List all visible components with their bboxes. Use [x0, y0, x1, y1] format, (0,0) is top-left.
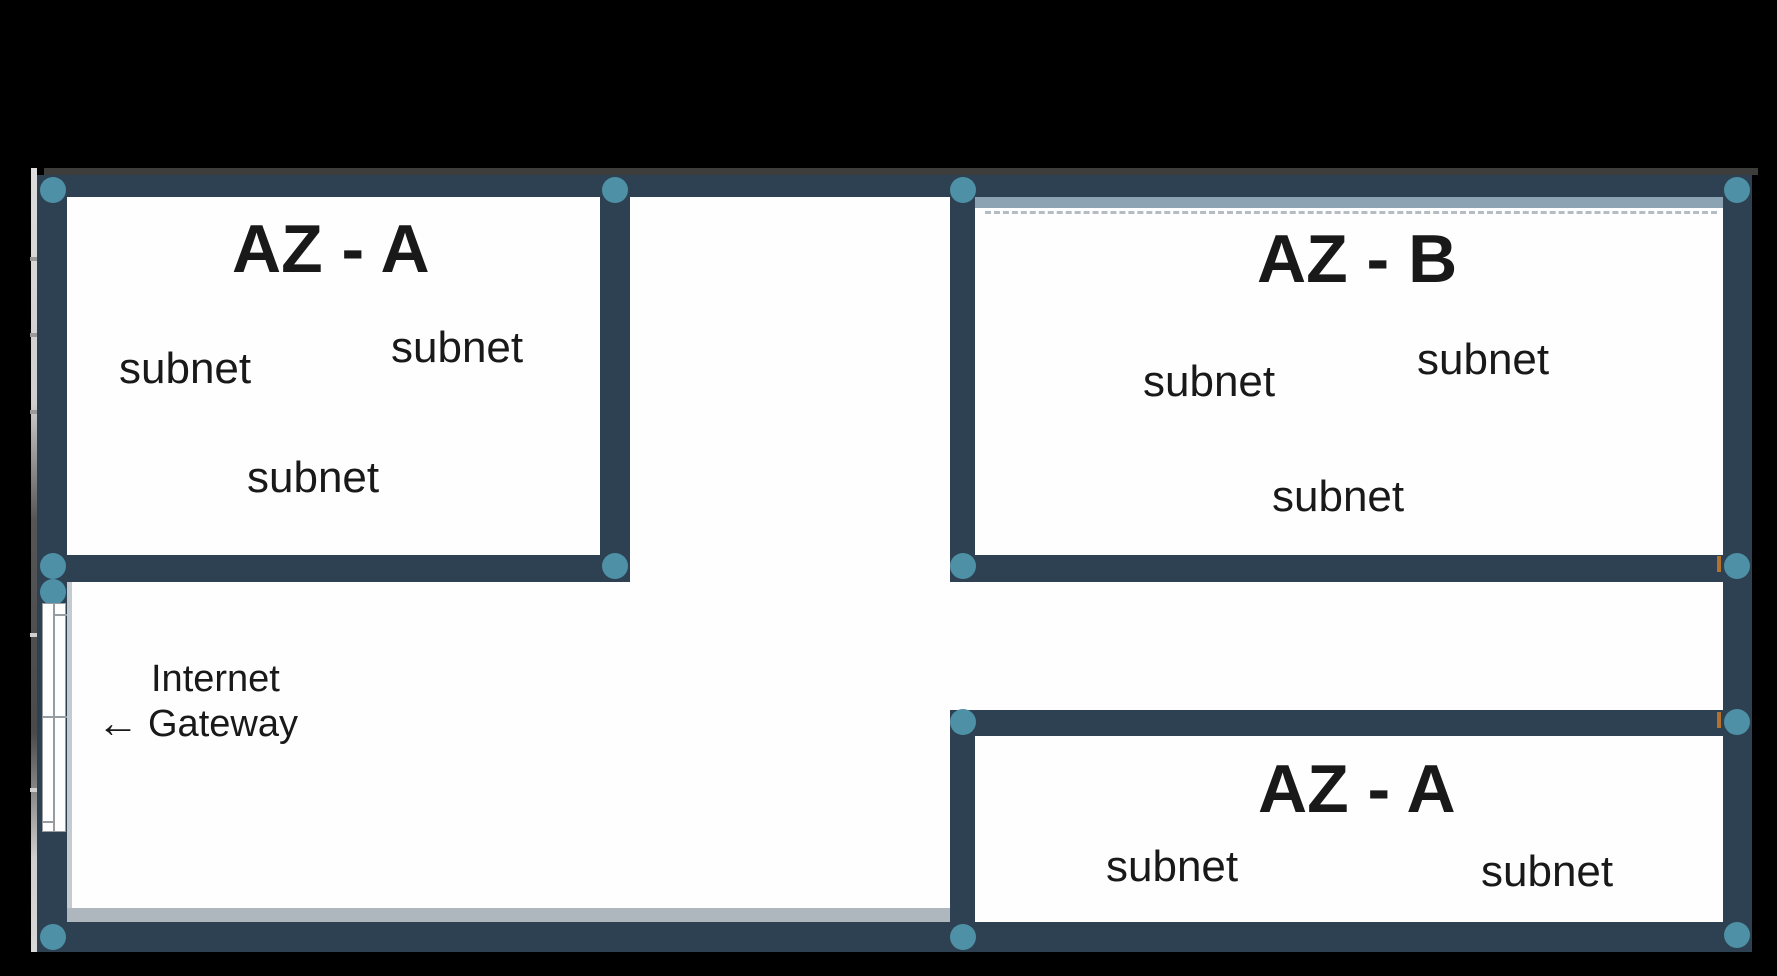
edge-tick [30, 633, 39, 637]
vpc-border-bottom[interactable] [37, 922, 1752, 952]
subnet-label: subnet [391, 323, 524, 372]
vpc-border-top[interactable] [37, 175, 1752, 197]
selection-handle[interactable] [950, 924, 976, 950]
gateway-divider [53, 614, 67, 616]
selection-handle[interactable] [602, 177, 628, 203]
selection-handle[interactable] [40, 553, 66, 579]
gateway-label-line1: Internet [151, 658, 280, 700]
az-a-bottom-border[interactable] [37, 555, 630, 582]
az-a2-left-border[interactable] [950, 710, 975, 952]
selection-handle[interactable] [1724, 177, 1750, 203]
edge-tick [30, 410, 39, 414]
gateway-divider [43, 821, 55, 823]
subnet-label: subnet [1106, 842, 1239, 891]
edge-tick [30, 257, 39, 261]
guide-tick [1717, 556, 1721, 572]
az-title: AZ - A [1258, 751, 1456, 827]
selection-handle[interactable] [1724, 709, 1750, 735]
subnet-label: subnet [1143, 357, 1276, 406]
subnet-label: subnet [1417, 335, 1550, 384]
az-a-right-border[interactable] [600, 175, 630, 582]
guide-tick [1717, 712, 1721, 728]
gateway-divider [43, 716, 67, 718]
selection-handle[interactable] [1724, 553, 1750, 579]
az-a2-top-border[interactable] [950, 710, 1752, 736]
internet-gateway-shape[interactable] [42, 603, 67, 832]
subnet-label: subnet [247, 453, 380, 502]
left-border-shadow [67, 582, 72, 908]
subnet-label: subnet [1481, 847, 1614, 896]
left-edge-strip [31, 168, 37, 952]
subnet-label: subnet [119, 344, 252, 393]
az-title: AZ - A [232, 211, 430, 287]
selection-handle[interactable] [40, 924, 66, 950]
selection-handle[interactable] [602, 553, 628, 579]
subnet-label: subnet [1272, 472, 1405, 521]
selection-handle[interactable] [40, 177, 66, 203]
vpc-bottom-highlight [67, 908, 950, 922]
az-b-dashed-guide [985, 211, 1717, 214]
selection-handle[interactable] [40, 579, 66, 605]
az-b-left-border[interactable] [950, 175, 975, 582]
gateway-label-line2: Gateway [148, 703, 298, 745]
az-title: AZ - B [1257, 221, 1458, 297]
slide-top-edge-line [44, 168, 1758, 175]
selection-handle[interactable] [950, 553, 976, 579]
gateway-arrow-icon: ← [97, 699, 139, 746]
selection-handle[interactable] [1724, 922, 1750, 948]
selection-handle[interactable] [950, 177, 976, 203]
az-b-inner-highlight [975, 197, 1723, 208]
edge-tick [30, 788, 39, 792]
az-b-bottom-border[interactable] [950, 555, 1752, 582]
selection-handle[interactable] [950, 709, 976, 735]
edge-tick [30, 333, 39, 337]
